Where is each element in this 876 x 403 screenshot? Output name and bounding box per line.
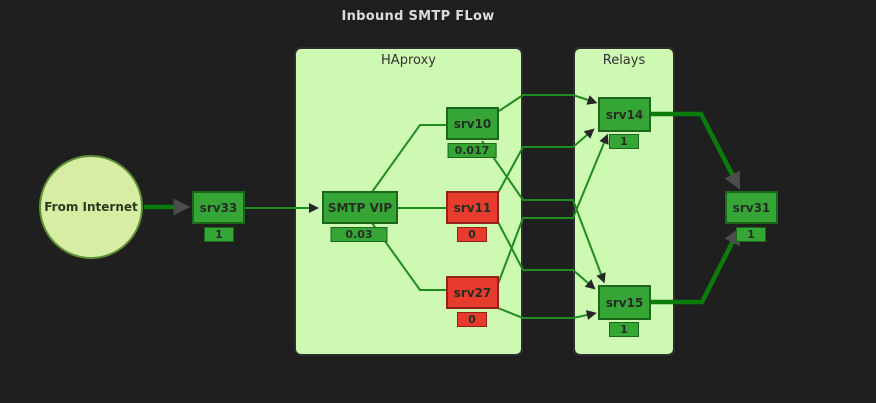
edge-srv11-srv15 [497, 221, 596, 290]
node-srv31[interactable]: srv31 [725, 191, 778, 224]
diagram-title: Inbound SMTP FLow [341, 9, 495, 24]
node-srv31-value-badge: 1 [736, 227, 766, 242]
node-srv27-value-badge: 0 [457, 312, 487, 327]
node-smtp-vip-value-badge: 0.03 [330, 227, 388, 242]
node-srv14-label: srv14 [605, 107, 644, 122]
node-srv14[interactable]: srv14 [598, 97, 651, 132]
node-srv14-value-badge: 1 [609, 134, 639, 149]
node-smtp-vip-label: SMTP VIP [327, 200, 393, 215]
node-srv11-label: srv11 [453, 200, 492, 215]
edge-srv27-srv15 [497, 307, 597, 320]
group-relays-title: Relays [602, 53, 646, 68]
node-from-internet[interactable]: From Internet [39, 155, 143, 259]
node-srv11-value-badge: 0 [457, 227, 487, 242]
edge-smtpvip-srv10 [371, 124, 446, 193]
group-haproxy-title: HAproxy [381, 53, 436, 68]
node-srv11[interactable]: srv11 [446, 191, 499, 224]
node-srv15[interactable]: srv15 [598, 285, 651, 320]
node-from-internet-label: From Internet [44, 200, 138, 214]
node-srv33-label: srv33 [199, 200, 238, 215]
node-srv10-label: srv10 [453, 116, 492, 131]
node-srv33-value-badge: 1 [204, 227, 234, 242]
edge-srv14-srv31 [651, 111, 741, 190]
node-srv10-value-badge: 0.017 [447, 143, 497, 158]
node-smtp-vip[interactable]: SMTP VIP [322, 191, 398, 224]
node-srv33[interactable]: srv33 [192, 191, 245, 224]
edge-smtpvip-srv27 [371, 222, 446, 291]
edge-srv27-srv14 [497, 133, 609, 285]
node-srv27-label: srv27 [453, 285, 492, 300]
node-srv10[interactable]: srv10 [446, 107, 499, 140]
edge-srv10-srv14 [498, 94, 598, 112]
edge-srv11-srv14 [497, 128, 595, 194]
node-srv15-value-badge: 1 [609, 322, 639, 337]
node-srv31-label: srv31 [732, 200, 771, 215]
node-srv15-label: srv15 [605, 295, 644, 310]
edge-srv10-srv15 [481, 140, 606, 284]
edge-srv15-srv31 [651, 227, 740, 305]
node-srv27[interactable]: srv27 [446, 276, 499, 309]
